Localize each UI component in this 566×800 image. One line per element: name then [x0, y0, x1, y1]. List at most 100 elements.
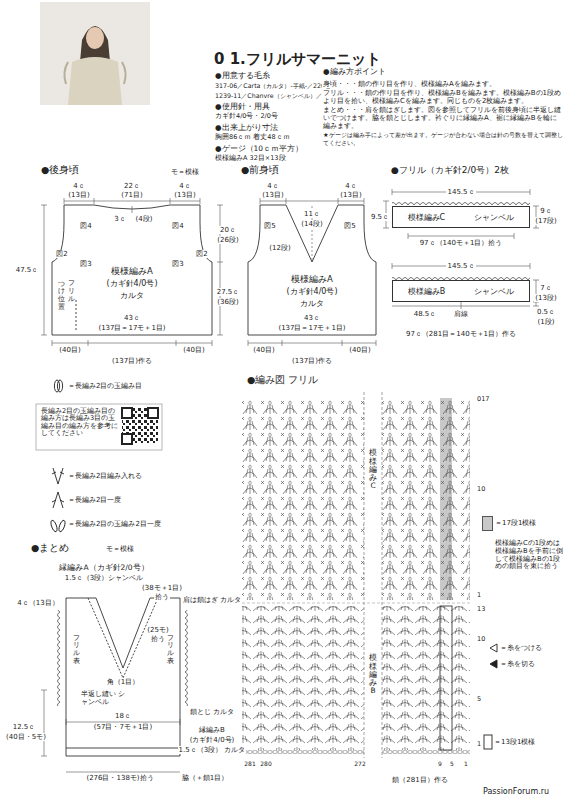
dimension-label: 145.5ｃ — [446, 188, 475, 196]
crochet-chart — [364, 392, 382, 758]
dimension-label: (57目・7モ＋1目) — [93, 723, 153, 731]
dimension-label: (4段) — [135, 215, 154, 223]
legend-item: ＝長編み2目一度 — [68, 495, 121, 505]
garment-outline — [248, 205, 376, 335]
crochet-chart — [242, 750, 470, 754]
stitch-symbol — [57, 380, 62, 392]
note-text: ●使用針・用具 — [214, 103, 271, 112]
legend-text: ＝13段1模様 — [494, 737, 535, 747]
note-text: ●まとめ — [30, 543, 70, 554]
dimension-label: 9ｃ — [539, 207, 552, 215]
note-text: (カギ針4/0号) — [189, 736, 236, 744]
legend-swatch — [482, 516, 493, 531]
note-text: ●編み図 フリル — [246, 375, 319, 386]
dimension-label: (13目) — [173, 191, 196, 199]
dimension-label: 43ｃ — [303, 314, 321, 322]
panel-text: 模様編みC — [407, 212, 447, 223]
dimension-label: 48.5ｃ — [413, 310, 438, 318]
dimension-label: (137目＝17モ＋1目) — [277, 324, 346, 332]
note-text: フリル表 — [167, 635, 174, 666]
panel-text: シャンベル — [473, 286, 515, 297]
qr-code — [148, 408, 158, 418]
note-text: フリル — [68, 280, 75, 303]
dimension-label: 模様編みCの1段めは模様編みBを手前に倒して模様編みBの1段めの鎖目を束に拾う — [494, 540, 564, 571]
note-text: 図4 — [79, 222, 92, 230]
note-text: 鎖とじ カルタ — [189, 708, 235, 716]
model-photo — [86, 27, 104, 49]
frill-panel: 模様編みBシャンベル — [392, 280, 530, 302]
note-text: ●フリル（カギ針2/0号）2枚 — [390, 165, 510, 175]
legend-text: ＝17段1模様 — [495, 518, 536, 528]
note-text: カギ針4/0号・2/0号 — [214, 113, 279, 120]
dimension-line — [132, 206, 133, 213]
dimension-label: (40目) — [252, 346, 275, 354]
note-text: 図5 — [343, 222, 356, 230]
note-text: ●前身頃 — [240, 165, 280, 176]
dimension-line — [217, 205, 223, 335]
frill-edge — [184, 610, 189, 706]
note-text: 280 — [259, 761, 272, 768]
dimension-label: 22ｃ — [123, 182, 141, 190]
qr-code — [36, 404, 162, 450]
page-title: 0 1.フリルサマーニット — [214, 50, 381, 69]
stitch-symbol — [490, 660, 497, 668]
crochet-chart — [242, 603, 470, 604]
legend-text: ＝長編み2目編み入れる — [68, 471, 142, 481]
note-text: まとめ・・・肩を鎖はぎします。図を参照してフリルを前後身頃に半返し縫いでつけます… — [322, 106, 564, 130]
dimension-label: (40目・5モ) — [5, 733, 47, 741]
note-text: ●用意する毛糸 — [214, 72, 271, 81]
panel-text: シャンベル — [473, 212, 515, 223]
note-text: カルタ — [119, 291, 145, 300]
dimension-label: 角（1目） — [106, 678, 140, 686]
stitch-symbol — [52, 492, 64, 508]
note-text: 肩は鎖はぎ カルタ — [182, 596, 242, 604]
dimension-label: (137目)作る — [291, 357, 333, 365]
note-text: 1 — [463, 761, 469, 768]
note-text: 10 — [476, 636, 486, 643]
dimension-label: (12段) — [268, 244, 291, 252]
legend-text: ＝長編み2目の玉編み2目一度 — [68, 519, 161, 529]
legend-item: ＝糸を切る — [500, 659, 535, 669]
garment-outline — [76, 300, 77, 330]
note-text: 図5 — [263, 222, 276, 230]
note-text: 図2 — [55, 250, 68, 258]
note-text: 13 — [476, 606, 486, 613]
legend-item: ＝13段1模様 — [494, 737, 535, 747]
dimension-label: 145.5ｃ — [446, 262, 475, 270]
note-text: 拾う — [150, 635, 166, 643]
note-text: 模様編みA — [290, 275, 334, 285]
dimension-line — [41, 189, 539, 772]
qr-code — [36, 404, 162, 450]
note-text: 017 — [476, 396, 490, 403]
legend-item: ＝長編み2目の玉編み2目一度 — [68, 519, 161, 529]
dimension-label: 鎖（281目）作る — [391, 776, 448, 784]
note-text: モ＝模様 — [170, 168, 200, 176]
note-text: 272 — [353, 761, 366, 768]
legend-text: ＝長編み2目一度 — [68, 495, 121, 505]
dimension-label: 12.5ｃ — [12, 723, 37, 731]
dimension-label: (71目) — [120, 191, 143, 199]
note-text: 1 — [476, 592, 482, 599]
note-text: 図2 — [195, 250, 208, 258]
dimension-label: 0.5ｃ — [536, 308, 556, 316]
dimension-label: 20ｃ — [219, 226, 237, 234]
dimension-label: (36段) — [216, 298, 239, 306]
note-text: ●出来上がり寸法 — [214, 124, 279, 133]
model-photo — [40, 2, 150, 105]
note-text: 5 — [476, 696, 482, 703]
dimension-label: 4ｃ — [178, 182, 191, 190]
note-text: ★ゲージは編み手によって差が出ます。ゲージが合わない場合は針の号数を替えて調整し… — [322, 131, 564, 145]
dimension-label: (13目) — [67, 191, 90, 199]
dimension-label: (1段) — [537, 318, 556, 326]
dimension-label: 4ｃ — [344, 182, 357, 190]
model-photo — [40, 2, 150, 105]
qr-code — [122, 408, 158, 444]
dimension-label: 4ｃ — [266, 182, 279, 190]
dimension-label: 4ｃ — [72, 182, 85, 190]
dimension-label: 長編み2目の玉編み目の編み方は長編み3目の玉編み目の編み方を参考にしてください — [40, 408, 120, 438]
dimension-label: 47.5ｃ — [15, 266, 40, 274]
dimension-label: 27.5ｃ — [216, 288, 241, 296]
note-text: 図3 — [171, 260, 184, 268]
dimension-label: 身頃・・・鎖の作り目を作り、模様編みAを編みます。 — [322, 80, 564, 88]
dimension-label: 97ｃ（140モ＋1目）拾う — [419, 239, 504, 247]
